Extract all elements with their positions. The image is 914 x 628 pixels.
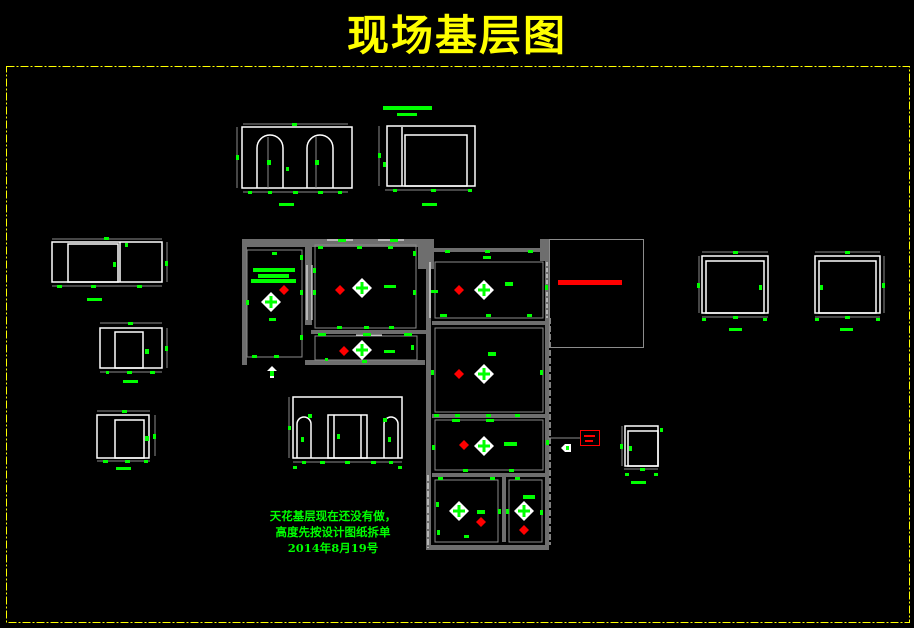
- red-diamond-marker-icon: [476, 517, 486, 527]
- diamond-light-icon: [261, 292, 281, 312]
- note-text: 天花基层现在还没有做， 高度先按设计图纸拆单 2014年8月19号: [258, 508, 408, 556]
- elevation-door-top: [378, 106, 476, 206]
- note-line-3: 2014年8月19号: [287, 541, 379, 555]
- entrance-arrow-icon: [267, 366, 277, 378]
- elevation-left-2: [99, 322, 168, 383]
- red-diamond-marker-icon: [459, 440, 469, 450]
- elevation-small-right: [620, 425, 663, 484]
- drawing-title: 现场基层图: [346, 11, 567, 60]
- elevation-left-3: [96, 410, 156, 470]
- red-diamond-marker-icon: [454, 369, 464, 379]
- annotation-leader: [548, 430, 600, 452]
- elevation-arches-top: [236, 123, 353, 206]
- red-diamond-marker-icon: [454, 285, 464, 295]
- elevation-right-2: [814, 251, 885, 331]
- elevation-left-1: [51, 237, 168, 301]
- note-line-2: 高度先按设计图纸拆单: [275, 525, 391, 539]
- diamond-light-icon: [352, 278, 372, 298]
- elevation-bottom-arches: [288, 396, 403, 469]
- drawing-frame: [6, 66, 910, 623]
- note-line-1: 天花基层现在还没有做，: [269, 509, 397, 523]
- diamond-light-icon: [514, 501, 534, 521]
- diamond-light-icon: [449, 501, 469, 521]
- diamond-light-icon: [474, 436, 494, 456]
- red-diamond-marker-icon: [279, 285, 289, 295]
- elevation-right-1: [697, 251, 769, 331]
- diamond-light-icon: [474, 280, 494, 300]
- red-diamond-marker-icon: [519, 525, 529, 535]
- red-diamond-marker-icon: [339, 346, 349, 356]
- diamond-light-icon: [352, 340, 372, 360]
- red-legend-bar: [558, 280, 622, 285]
- red-diamond-marker-icon: [335, 285, 345, 295]
- floor-plan: [242, 239, 551, 550]
- diamond-light-icon: [474, 364, 494, 384]
- legend-box: [549, 239, 644, 348]
